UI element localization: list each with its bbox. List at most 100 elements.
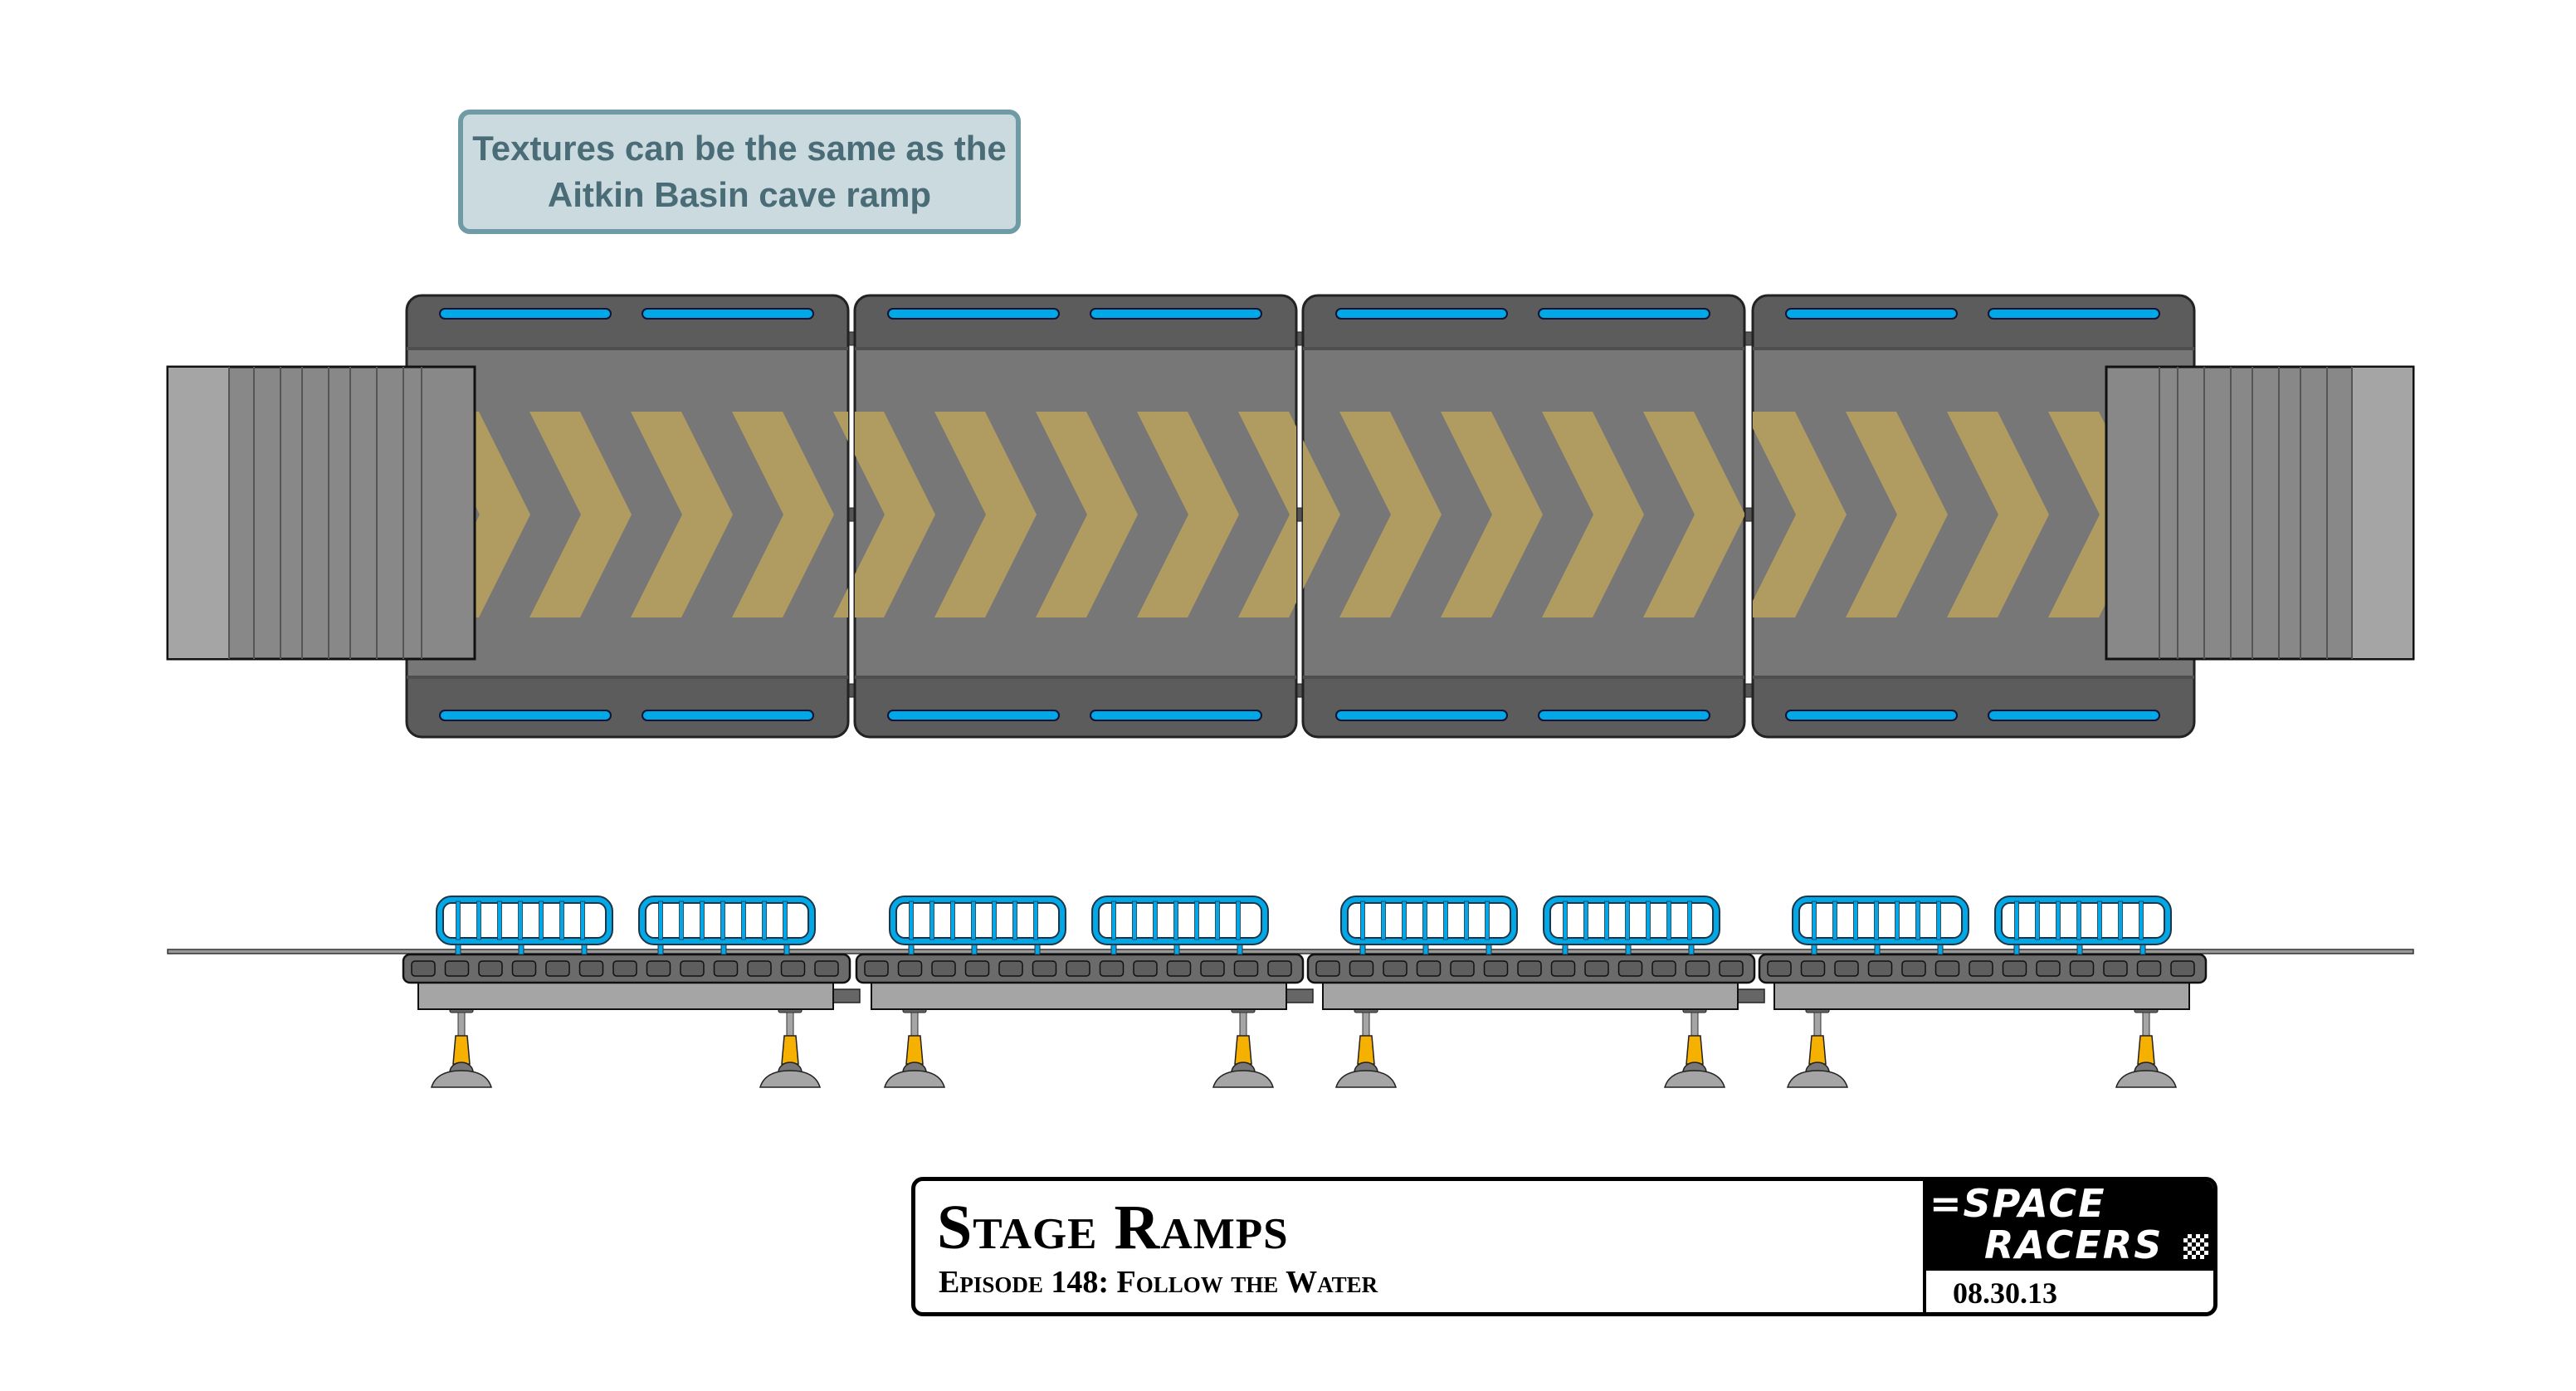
railing xyxy=(1543,896,1720,955)
side-panel-2 xyxy=(855,896,1305,1088)
railing-bar xyxy=(1464,900,1469,940)
chevron-group xyxy=(407,412,848,617)
railing-bar xyxy=(720,900,725,940)
chevron-stripe xyxy=(1238,412,1296,617)
blue-light-strip xyxy=(1090,710,1262,721)
top-panel-3 xyxy=(1301,294,1746,739)
episode-subtitle: Episode 148: Follow the Water xyxy=(939,1265,1378,1300)
railing-frame xyxy=(640,897,814,944)
railing-bar xyxy=(1422,900,1427,940)
railing-frame xyxy=(1793,897,1968,944)
railing xyxy=(889,896,1066,955)
deck-slot xyxy=(1719,960,1744,977)
railing-bar xyxy=(1687,900,1692,940)
support-beam xyxy=(871,980,1287,1010)
jack-rod xyxy=(1239,1012,1247,1037)
drawing-title: Stage Ramps xyxy=(937,1193,1289,1262)
drawing-date: 08.30.13 xyxy=(1953,1276,2057,1310)
chevron-stripe xyxy=(428,412,530,617)
railing-bar xyxy=(2014,900,2019,940)
chevron-stripe xyxy=(1303,440,1340,589)
railing-bar xyxy=(2056,900,2061,940)
railing-frame xyxy=(890,897,1065,944)
railing xyxy=(1792,896,1969,955)
jack-collar xyxy=(2137,1035,2155,1065)
deck-slot xyxy=(1767,960,1792,977)
railing-bar xyxy=(1853,900,1858,940)
deck-slot xyxy=(713,960,739,977)
deck-slot xyxy=(1483,960,1509,977)
railing-bar xyxy=(1583,900,1588,940)
support-beam xyxy=(1773,980,2190,1010)
title-block: Stage Ramps Episode 148: Follow the Wate… xyxy=(911,1177,2217,1316)
jack-rod xyxy=(1813,1012,1822,1037)
side-panel-3 xyxy=(1306,896,1756,1088)
support-beam xyxy=(1322,980,1739,1010)
blue-light-strip xyxy=(887,308,1060,320)
railing-bar xyxy=(539,900,544,940)
railing-bar xyxy=(1646,900,1651,940)
deck-slot xyxy=(1166,960,1192,977)
deck-slot xyxy=(1834,960,1859,977)
deck-slot xyxy=(1450,960,1475,977)
deck-slot xyxy=(780,960,806,977)
chevron-stripe xyxy=(1846,412,1948,617)
deck-slot xyxy=(931,960,956,977)
jack-foot xyxy=(1663,1070,1726,1088)
deck-slot xyxy=(578,960,604,977)
deck-slot xyxy=(2170,960,2195,977)
chevron-stripe xyxy=(529,412,632,617)
railing-bar xyxy=(1812,900,1817,940)
jack-foot xyxy=(430,1070,493,1088)
support-jack xyxy=(883,1007,946,1088)
side-view xyxy=(167,896,2414,1088)
chevron-stripe xyxy=(732,412,834,617)
railing xyxy=(1994,896,2172,955)
right-ramp xyxy=(2105,365,2415,661)
logo-text-space: =SPACE xyxy=(1930,1181,2106,1226)
chevron-stripe xyxy=(0,412,24,617)
jack-rod xyxy=(910,1012,919,1037)
callout-line-1: Textures can be the same as the xyxy=(472,129,1007,168)
side-panel-4 xyxy=(1758,896,2208,1088)
blue-light-strip xyxy=(887,710,1060,721)
railing-bar xyxy=(762,900,767,940)
railing-bar xyxy=(658,900,663,940)
blue-light-strip xyxy=(1538,710,1710,721)
railing-bar xyxy=(1485,900,1490,940)
jack-collar xyxy=(905,1035,924,1065)
deck-slot xyxy=(2036,960,2061,977)
railing-bar xyxy=(909,900,914,940)
deck-slot xyxy=(2136,960,2162,977)
deck-slot xyxy=(1550,960,1576,977)
deck-slot xyxy=(2002,960,2027,977)
railing-bar xyxy=(1012,900,1017,940)
chevron-stripe xyxy=(1643,412,1744,617)
jack-rod xyxy=(786,1012,794,1037)
deck-slot xyxy=(511,960,537,977)
railing-bar xyxy=(1033,900,1038,940)
deck-slot xyxy=(1133,960,1158,977)
floor-line xyxy=(167,949,2414,954)
deck-slot xyxy=(1901,960,1926,977)
railing-bar xyxy=(1381,900,1386,940)
deck-slot xyxy=(1685,960,1710,977)
space-racers-logo: =SPACE RACERS xyxy=(1926,1181,2213,1271)
railing-bar xyxy=(2076,900,2081,940)
railing-frame xyxy=(1093,897,1267,944)
deck-slot xyxy=(1233,960,1259,977)
jack-collar xyxy=(1686,1035,1704,1065)
railing-bar xyxy=(1360,900,1365,940)
deck-slot xyxy=(680,960,705,977)
chevron-stripe xyxy=(1137,412,1239,617)
deck-slot xyxy=(1383,960,1408,977)
deck-slot xyxy=(1617,960,1643,977)
railing-frame xyxy=(1342,897,1516,944)
railing-bar xyxy=(1563,900,1568,940)
side-connector xyxy=(829,988,861,1003)
railing-bar xyxy=(559,900,564,940)
railing-bar xyxy=(1666,900,1671,940)
blue-light-strip xyxy=(1090,308,1262,320)
railing-bar xyxy=(971,900,976,940)
